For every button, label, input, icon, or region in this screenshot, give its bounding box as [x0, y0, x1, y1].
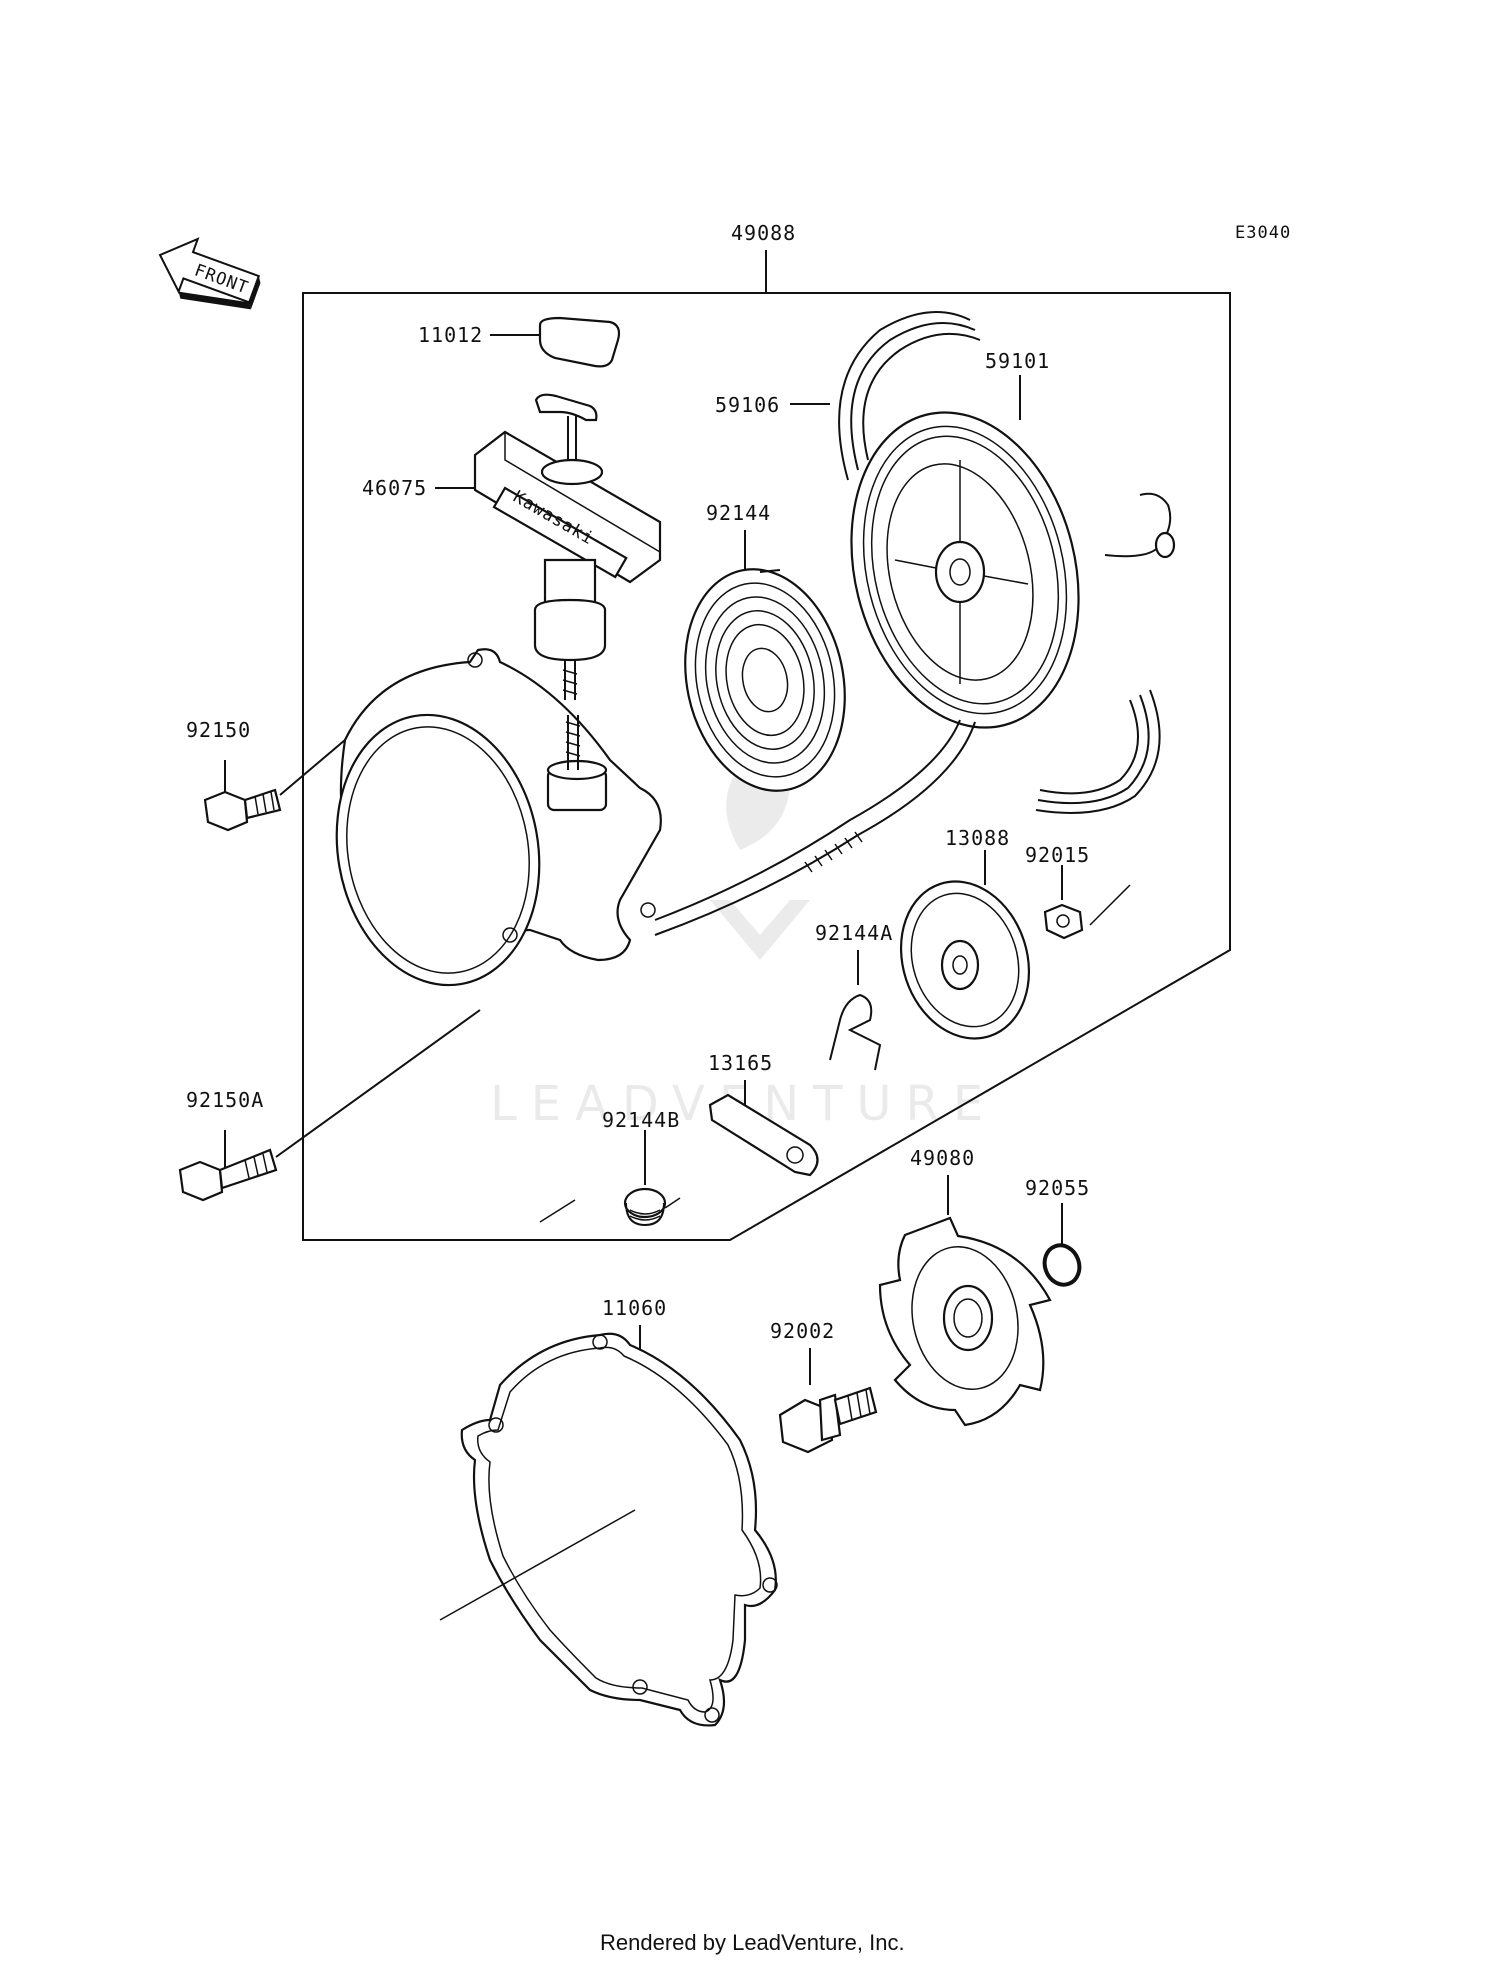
guide-tube	[654, 719, 976, 936]
label-92055: 92055	[1025, 1176, 1090, 1200]
bolt-92150A	[178, 1009, 481, 1202]
label-92144B: 92144B	[602, 1108, 680, 1132]
label-92015: 92015	[1025, 843, 1090, 867]
cap-11012	[538, 316, 621, 368]
reel-59101	[850, 411, 1176, 729]
spring-clip-92144A	[829, 993, 882, 1071]
label-11060: 11060	[602, 1296, 667, 1320]
gasket-11060	[439, 1332, 778, 1727]
label-92144A: 92144A	[815, 921, 893, 945]
label-92002: 92002	[770, 1319, 835, 1343]
footer-credit: Rendered by LeadVenture, Inc.	[600, 1930, 905, 1955]
label-13088: 13088	[945, 826, 1010, 850]
o-ring-92055	[1042, 1243, 1082, 1287]
label-13165: 13165	[708, 1051, 773, 1075]
rope-59106	[838, 311, 1161, 814]
label-46075: 46075	[362, 476, 427, 500]
label-92150: 92150	[186, 718, 251, 742]
starter-housing	[335, 648, 662, 987]
spiral-spring-92144	[684, 568, 846, 792]
label-92150A: 92150A	[186, 1088, 264, 1112]
nut-92015	[1043, 884, 1131, 940]
ratchet-13165	[708, 1093, 819, 1177]
label-49080: 49080	[910, 1146, 975, 1170]
label-49088: 49088	[731, 221, 796, 245]
coil-spring-92144B	[539, 1187, 681, 1227]
pulley-13088	[899, 880, 1031, 1040]
front-arrow-icon: FRONT	[158, 237, 261, 310]
drive-plate-49080	[878, 1216, 1052, 1427]
label-59101: 59101	[985, 349, 1050, 373]
assembly-box	[302, 292, 1231, 1241]
label-59106: 59106	[715, 393, 780, 417]
label-92144: 92144	[706, 501, 771, 525]
label-11012: 11012	[418, 323, 483, 347]
bolt-92150	[203, 739, 346, 832]
ref-code: E3040	[1235, 223, 1291, 243]
starter-handle-46075: Kawasaki	[473, 393, 662, 700]
bolt-92002	[778, 1386, 878, 1454]
